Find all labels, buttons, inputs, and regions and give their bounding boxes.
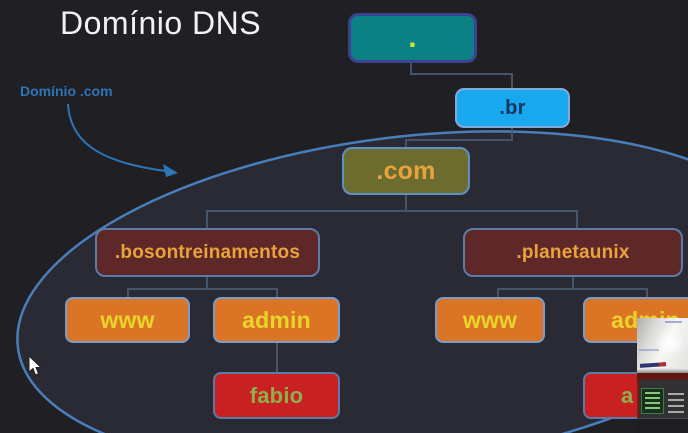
mouse-cursor-icon <box>28 356 43 376</box>
node-br: .br <box>455 88 570 128</box>
panel-labels <box>668 389 684 413</box>
connector-boson-children <box>127 277 278 297</box>
whiteboard <box>637 318 688 368</box>
connector-root-br <box>410 63 513 88</box>
node-admin-left: admin <box>213 297 340 343</box>
equipment-rack <box>637 380 688 433</box>
node-planetaunix: .planetaunix <box>463 228 683 277</box>
green-lcd-display <box>641 388 664 414</box>
page-title: Domínio DNS <box>60 5 262 41</box>
whiteboard-scribble <box>639 349 659 351</box>
node-com: .com <box>342 147 470 195</box>
connector-br-com <box>405 128 513 147</box>
lower-device <box>637 418 688 433</box>
whiteboard-scribble <box>665 321 682 323</box>
connector-planeta-children <box>497 277 648 297</box>
node-www-left: www <box>65 297 190 343</box>
node-www-right: www <box>435 297 545 343</box>
webcam-overlay <box>637 318 688 433</box>
red-strip <box>637 380 639 433</box>
connector-com-children <box>206 195 578 228</box>
callout-arrowhead-icon <box>163 164 178 177</box>
node-fabio: fabio <box>213 372 340 419</box>
node-bosontreinamentos: .bosontreinamentos <box>95 228 320 277</box>
root-dot-label: . <box>408 21 417 54</box>
node-dns-root: . <box>348 13 477 63</box>
whiteboard-tray <box>637 368 688 373</box>
callout-label: Domínio .com <box>20 83 113 99</box>
callout-arrow <box>67 103 167 172</box>
marker-pen-tip <box>658 362 667 367</box>
whiteboard-glare <box>655 330 685 356</box>
